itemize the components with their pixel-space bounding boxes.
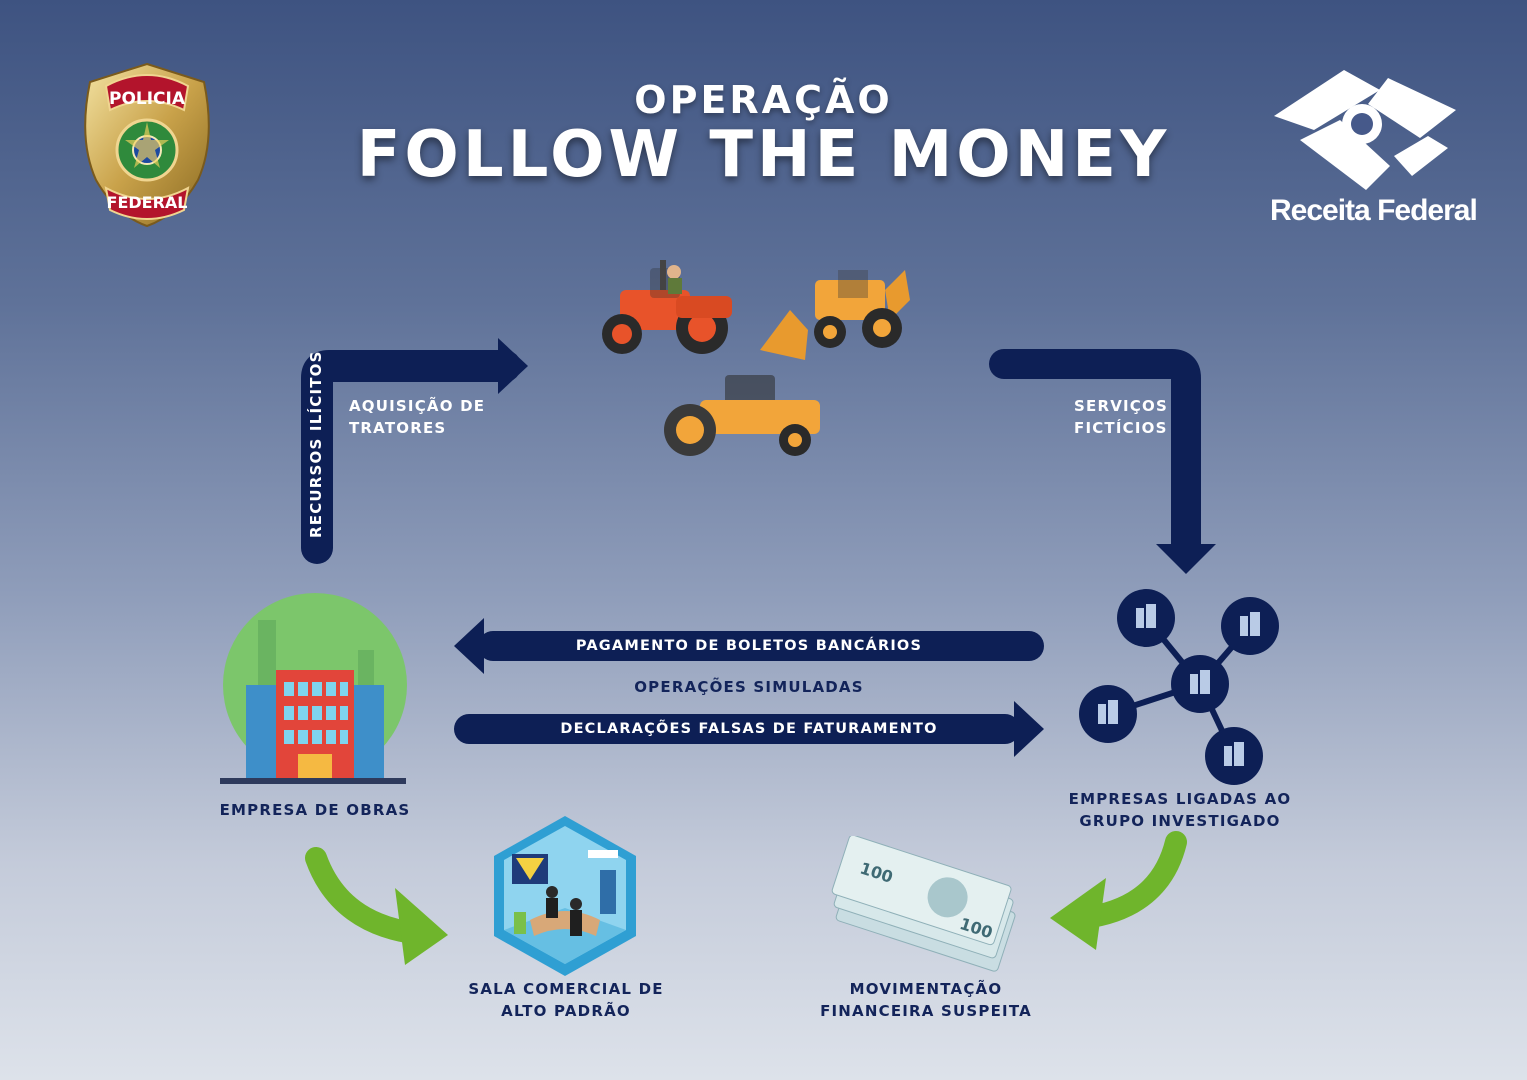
empresas-ligadas-label: EMPRESAS LIGADAS AO GRUPO INVESTIGADO [1068,790,1292,830]
badge-top-text: POLICIA [109,89,186,109]
empresa-de-obras-label: EMPRESA DE OBRAS [219,801,411,819]
policia-federal-badge-icon: POLICIA FEDERAL [84,62,210,228]
machinery-illustration [602,260,910,456]
pagamento-bar [478,631,1044,661]
green-arrow-left-head [395,888,448,965]
recursos-ilicitos-arrowhead [498,338,528,394]
banknotes-illustration: 100 100 [831,836,1016,972]
servicos-ficticios-arrow [989,349,1201,560]
backhoe-icon [760,270,910,360]
company-network-illustration [1079,589,1279,785]
green-arrow-right-head [1050,878,1106,950]
badge-bottom-text: FEDERAL [107,193,188,212]
sala-comercial-label: SALA COMERCIAL DE ALTO PADRÃO [468,980,664,1020]
declaracoes-label: DECLARAÇÕES FALSAS DE FATURAMENTO [560,721,938,737]
recursos-ilicitos-arrow [301,350,521,564]
movimentacao-label: MOVIMENTAÇÃO FINANCEIRA SUSPEITA [820,980,1032,1020]
aquisicao-label: AQUISIÇÃO DE TRATORES [349,397,486,437]
servicos-ficticios-label: SERVIÇOS FICTÍCIOS [1074,397,1168,437]
servicos-ficticios-arrowhead [1156,544,1216,574]
tractor-icon [602,260,732,354]
road-roller-icon [664,375,820,456]
declaracoes-bar [454,714,1020,744]
pagamento-label: PAGAMENTO DE BOLETOS BANCÁRIOS [575,638,923,654]
declaracoes-arrowhead [1014,701,1044,757]
receita-federal-logo-icon [1274,70,1456,190]
title-operacao: OPERAÇÃO [634,78,893,122]
operacoes-simuladas-label: OPERAÇÕES SIMULADAS [634,678,864,696]
receita-federal-text: Receita Federal [1270,194,1478,227]
pagamento-arrowhead [454,618,484,674]
commercial-office-illustration [494,816,636,976]
construction-company-illustration [220,593,407,784]
title-follow-the-money: FOLLOW THE MONEY [356,118,1171,192]
